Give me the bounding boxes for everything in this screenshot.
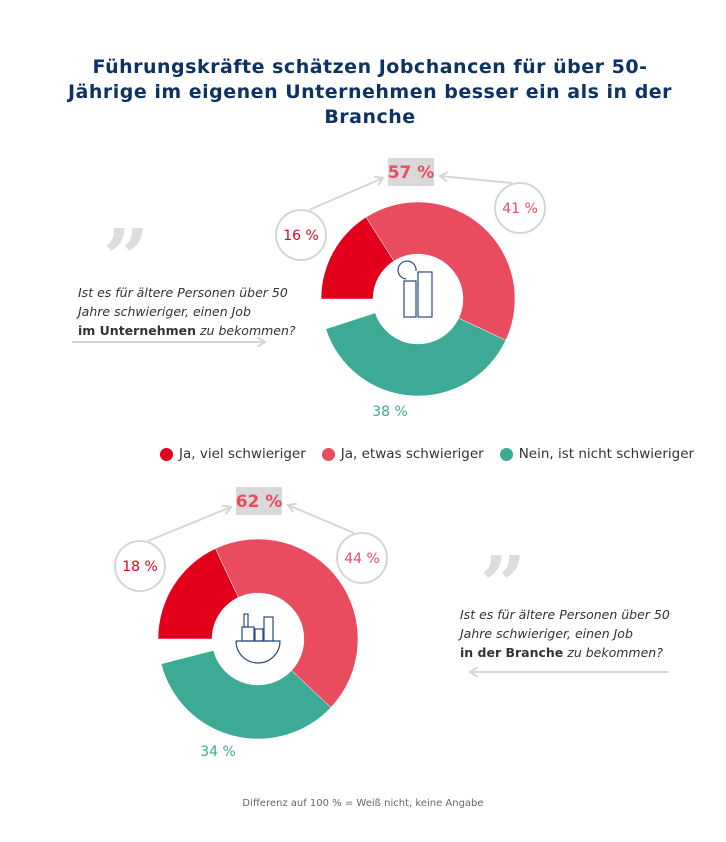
quote-icon: ” [103, 211, 150, 305]
legend-dot [499, 447, 513, 461]
donut-slice [215, 538, 359, 708]
arrow [308, 178, 383, 211]
buildings-icon [397, 260, 433, 318]
slice-label: 18 % [122, 559, 158, 575]
label-circle [114, 540, 166, 592]
arrow [147, 507, 231, 542]
arrow [440, 176, 513, 184]
question-2-line1: Ist es für ältere Personen über 50 [460, 607, 670, 622]
total-box [236, 487, 282, 515]
legend: Ja, viel schwieriger Ja, etwas schwierig… [160, 446, 694, 462]
slice-label: 38 % [372, 404, 408, 420]
question-1: Ist es für ältere Personen über 50 Jahre… [78, 283, 296, 340]
legend-item: Nein, ist nicht schwieriger [499, 446, 695, 462]
legend-dot [321, 447, 335, 461]
question-1-end: zu bekommen? [196, 323, 296, 338]
slice-label: 44 % [344, 551, 380, 567]
question-2: Ist es für ältere Personen über 50 Jahre… [460, 605, 670, 662]
quote-icon: ” [480, 538, 527, 632]
question-1-line1: Ist es für ältere Personen über 50 [78, 285, 288, 300]
label-circle [336, 532, 388, 584]
page-title: Führungskräfte schätzen Jobchancen für ü… [67, 56, 673, 128]
total-box [388, 158, 434, 186]
arrow [288, 505, 355, 534]
legend-item: Ja, viel schwieriger [160, 446, 306, 462]
slice-label: 34 % [200, 744, 236, 760]
donut-slice [160, 650, 332, 740]
legend-dot [160, 447, 173, 461]
slice-label: 41 % [502, 201, 538, 217]
slice-label: 16 % [283, 228, 319, 244]
legend-label: Ja, viel schwieriger [179, 446, 306, 462]
legend-item: Ja, etwas schwieriger [321, 446, 484, 462]
label-circle [275, 209, 327, 261]
footnote: Differenz auf 100 % = Weiß nicht, keine … [242, 798, 484, 809]
total-label: 62 % [236, 492, 283, 512]
question-2-line2: Jahre schwieriger, einen Job [460, 626, 633, 641]
legend-label: Ja, etwas schwieriger [340, 446, 484, 462]
question-2-bold: in der Branche [460, 645, 564, 660]
question-1-line2: Jahre schwieriger, einen Job [78, 304, 251, 319]
label-circle [494, 182, 546, 234]
donut-slice [365, 201, 516, 341]
question-1-bold: im Unternehmen [78, 323, 197, 338]
factory-icon [235, 613, 281, 664]
legend-label: Nein, ist nicht schwieriger [518, 446, 695, 462]
question-2-end: zu bekommen? [563, 645, 663, 660]
total-label: 57 % [388, 163, 435, 183]
donut-slice [325, 312, 507, 397]
